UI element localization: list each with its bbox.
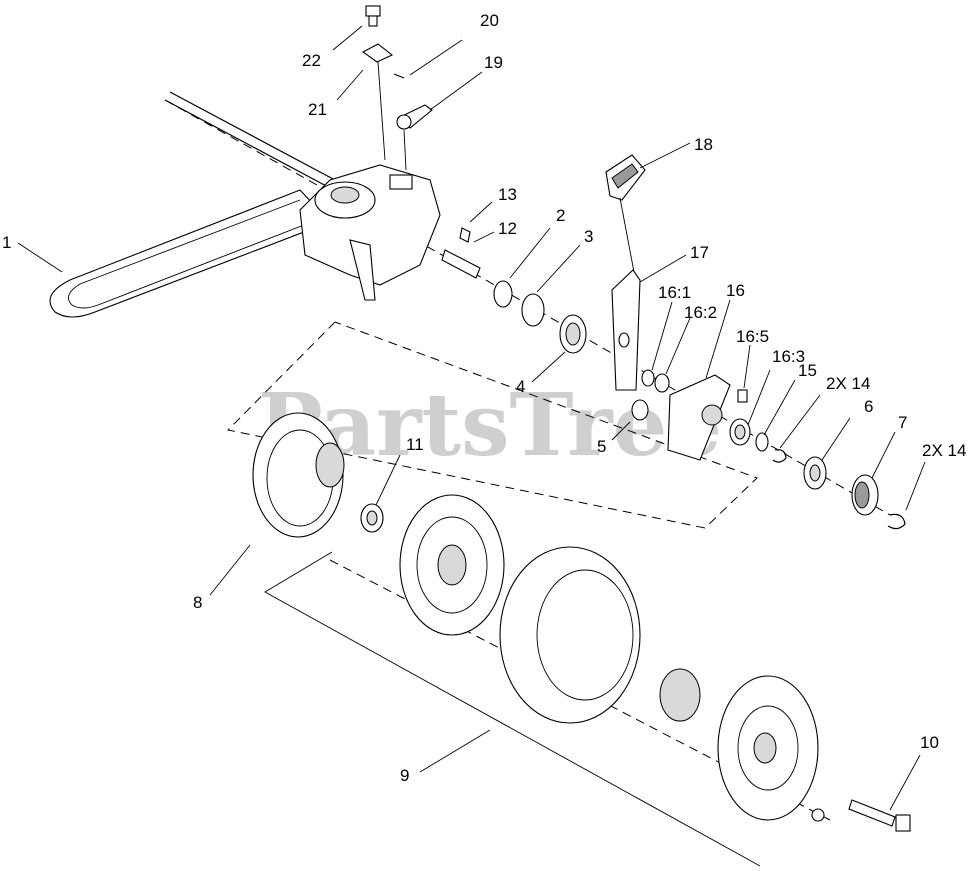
group-bracket-9: [264, 551, 761, 867]
leader-lines: [17, 25, 926, 811]
axle-centerline-left: [164, 99, 461, 266]
callout-16-3: 16:3: [772, 347, 805, 366]
part-21-washer: [361, 43, 394, 63]
part-2-retaining-ring: [493, 280, 513, 308]
part-9-nut: [811, 808, 825, 822]
part-15-washer: [755, 432, 769, 452]
part-9-tire: [499, 546, 641, 724]
part-4-bushing: [559, 314, 587, 354]
part-10-bolt: [848, 799, 911, 832]
callout-18: 18: [694, 135, 713, 154]
callout-13: 13: [498, 185, 517, 204]
callout-labels: 1 2 3 4 5 6 7 8 9 10 11 12 13 2X 14 2X 1…: [2, 11, 966, 785]
callout-4: 4: [516, 377, 525, 396]
part-11-bearing: [360, 503, 384, 533]
callout-12: 12: [498, 219, 517, 238]
callout-17: 17: [690, 243, 709, 262]
callout-9: 9: [400, 766, 409, 785]
part-16-2-spacer: [654, 373, 670, 393]
callout-10: 10: [920, 733, 939, 752]
callout-11: 11: [406, 435, 424, 454]
callout-8: 8: [193, 593, 202, 612]
part-8-wheel-cover: [252, 412, 345, 538]
callout-16-2: 16:2: [684, 303, 717, 322]
callout-19: 19: [484, 53, 503, 72]
part-16-1-spacer: [641, 369, 655, 387]
callout-21: 21: [308, 100, 327, 119]
transmission-assembly: [299, 164, 481, 301]
part-19-lever: [396, 104, 433, 130]
part-20-pin: [393, 73, 405, 79]
leader-21-guide: [377, 61, 386, 161]
callout-20: 20: [480, 11, 499, 30]
part-22-bolt: [365, 5, 381, 27]
callout-7: 7: [898, 413, 907, 432]
callout-14a: 2X 14: [826, 374, 870, 393]
callout-14b: 2X 14: [922, 441, 966, 460]
callout-3: 3: [584, 227, 593, 246]
callout-16-5: 16:5: [736, 327, 769, 346]
callout-16-1: 16:1: [658, 283, 691, 302]
part-18-knob: [605, 154, 646, 201]
part-14a-clip: [772, 449, 787, 463]
part-16-3-bearing: [729, 418, 751, 446]
part-14b-clip: [887, 513, 906, 530]
part-17-plate: [611, 269, 641, 391]
callout-5: 5: [597, 437, 606, 456]
callout-6: 6: [864, 397, 873, 416]
callout-16: 16: [726, 281, 745, 300]
part-9-outer-hub: [717, 675, 819, 821]
callout-2: 2: [556, 206, 565, 225]
part-9-inner-hub: [399, 494, 505, 636]
leader-19-guide: [403, 129, 407, 171]
group-bracket-8: [226, 321, 758, 529]
callout-22: 22: [302, 51, 321, 70]
callout-1: 1: [2, 233, 11, 252]
callout-15: 15: [798, 361, 817, 380]
leader-18-guide: [619, 197, 635, 273]
part-9-hub-insert: [659, 668, 701, 722]
part-7-gear: [851, 474, 879, 516]
part-12-clip: [459, 227, 471, 243]
part-6-washer: [803, 456, 827, 490]
part-1-drive-belt: [49, 91, 336, 318]
part-3-washer: [521, 293, 545, 327]
part-16-bracket: [667, 374, 731, 461]
part-16-5-fitting: [737, 389, 748, 403]
part-5-nut: [631, 399, 649, 421]
